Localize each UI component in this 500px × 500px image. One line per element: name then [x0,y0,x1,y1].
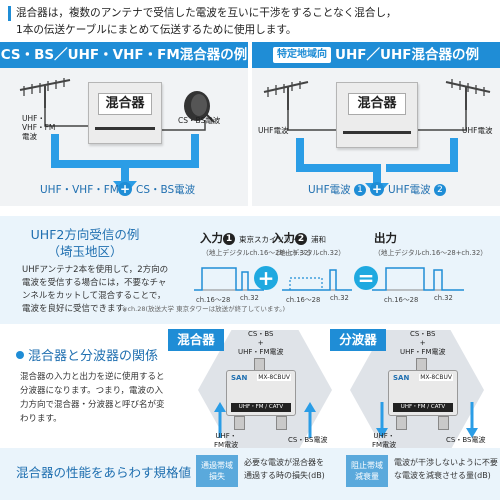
mixer-demo-label: 混合器 [168,329,224,351]
model-label: MX-8CBUV [257,374,291,381]
badge-passband-loss: 通過帯域 損失 [196,455,238,487]
plus-icon: + [118,182,132,196]
intro-text: 混合器は，複数のアンテナで受信した電波を互いに干渉をすることなく混合し， 1本の… [8,5,494,39]
output-heading: 出力 [374,231,397,245]
output-uhf-label: UHF・VHF・FM [40,184,119,196]
output-caption: （地上デジタルch.16〜28+ch.32） [374,249,488,257]
mixer-device: 混合器 [88,82,162,144]
uhf-antenna-1-icon [263,81,309,110]
input-1-caption: （地上デジタルch.16〜28+ch.32） [202,249,316,257]
panel-header: CS・BS／UHF・VHF・FM混合器の例 [0,42,248,68]
splitter-bottom-right-label: CS・BS電波 [446,436,486,444]
relation-body: 混合器の入力と出力を逆に使用すると分波器になります。つまり，電波の入力方向で混合… [20,372,165,424]
splitter-right-connector [438,416,449,430]
output-uhf-1: UHF電波 1 [308,182,366,197]
satellite-dish-icon [184,91,215,123]
mixer-device: 混合器 [336,82,418,148]
uhf-label-right: UHF電波 [462,126,493,135]
output-uhf-2-label: UHF電波 [388,184,431,196]
number-2-icon: 2 [295,233,307,245]
number-1-icon: 1 [223,233,235,245]
plus-icon: + [370,182,384,196]
passband-loss-text: 必要な電波が混合器を 通過する時の損失(dB) [244,458,325,480]
footnote: ※ch.28(放送大学 東京タワーは放送が終了しています。) [122,305,286,313]
cs-bs-mixer-panel: CS・BS／UHF・VHF・FM混合器の例 混合器 [0,42,248,206]
model-label: MX-8CBUV [419,374,453,381]
intro-line-1: 混合器は，複数のアンテナで受信した電波を互いに干渉をすることなく混合し， [16,7,397,19]
region-tag: 特定地域向 [273,47,332,63]
mixer-left-connector [234,416,245,430]
input-2-label: 入力 [272,231,295,245]
mixer-device: SAN MX-8CBUV UHF・FM / CATV [226,370,296,416]
input-1-label: 入力 [200,231,223,245]
input-1-axis-b: ch.32 [240,294,259,302]
brand-logo: SAN [231,374,248,382]
signal-spectrum-chart [194,267,464,291]
output-uhf-2: UHF電波 2 [388,182,446,197]
splitter-bottom-left-label: UHF・ FM電波 [372,432,397,449]
input-1-signal [194,267,264,291]
mixer-diagram [19,78,215,195]
stopband-attenuation-text: 電波が干渉しないように不要 な電波を減衰させる量(dB) [394,458,498,480]
input-2-signal [282,269,352,291]
direction-label: UHF・FM / CATV [393,403,453,412]
relation-title: 混合器と分波器の関係 [16,345,158,364]
splitter-device: SAN MX-8CBUV UHF・FM / CATV [388,370,458,416]
output-axis-b: ch.32 [434,294,453,302]
input-2-sub: 浦和 [311,235,327,244]
uhf-label-left: UHF電波 [258,126,289,135]
input-1-axis-a: ch.16〜28 [196,296,231,304]
example-band [0,216,500,324]
device-label: 混合器 [98,93,152,115]
device-strip [95,127,155,130]
input-2-axis-b: ch.32 [330,294,349,302]
relation-title-text: 混合器と分波器の関係 [28,349,159,364]
number-2-icon: 2 [433,184,446,196]
example-title: UHF2方向受信の例 （埼玉地区） [30,226,140,260]
mixer-bottom-right-label: CS・BS電波 [288,436,328,444]
input-2-axis-a: ch.16〜28 [286,296,321,304]
performance-title: 混合器の性能をあらわす規格値 [16,465,192,480]
performance-bar [0,448,500,500]
mixer-bottom-left-label: UHF・ FM電波 [214,432,239,449]
output-uhf-1-label: UHF電波 [308,184,351,196]
splitter-left-connector [396,416,407,430]
device-strip [343,131,411,134]
uhf-antenna-icon [19,78,71,108]
dish-label: CS・BS電波 [178,116,221,125]
output-csbs-label: CS・BS電波 [136,184,196,196]
splitter-demo-label: 分波器 [330,329,386,351]
mixer-arrows [214,402,316,438]
example-title-line-2: （埼玉地区） [47,244,123,259]
badge-stopband-attenuation: 阻止帯域 減衰量 [346,455,388,487]
example-title-line-1: UHF2方向受信の例 [30,227,140,242]
uhf-antenna-2-icon [445,79,491,110]
accent-bar [8,6,11,21]
device-label: 混合器 [348,93,406,115]
brand-logo: SAN [393,374,410,382]
input-2-caption: （地上デジタルch.32） [272,249,346,257]
input-1-sub: 東京スカイツリー [239,235,300,244]
mixer-right-connector [276,416,287,430]
mixer-top-label: CS・BS + UHF・FM電波 [238,330,284,356]
number-1-icon: 1 [353,184,366,196]
panel-header-text: UHF／UHF混合器の例 [335,47,479,63]
direction-label: UHF・FM / CATV [231,403,291,412]
example-body: UHFアンテナ2本を使用して，2方向の電波を受信する場合には，不要なチャンネルを… [22,265,169,314]
uhf-antenna-label: UHF・VHF・FM電波 [22,114,56,141]
equals-icon: = [354,266,378,290]
intro-line-2: 1本の伝送ケーブルにまとめて伝送するために使用します。 [16,24,297,36]
splitter-top-label: CS・BS + UHF・FM電波 [400,330,446,356]
plus-icon: + [254,266,278,290]
splitter-arrows [376,402,478,438]
output-axis-a: ch.16〜28 [384,296,419,304]
output-signal [372,267,464,291]
bullet-icon [16,351,24,359]
